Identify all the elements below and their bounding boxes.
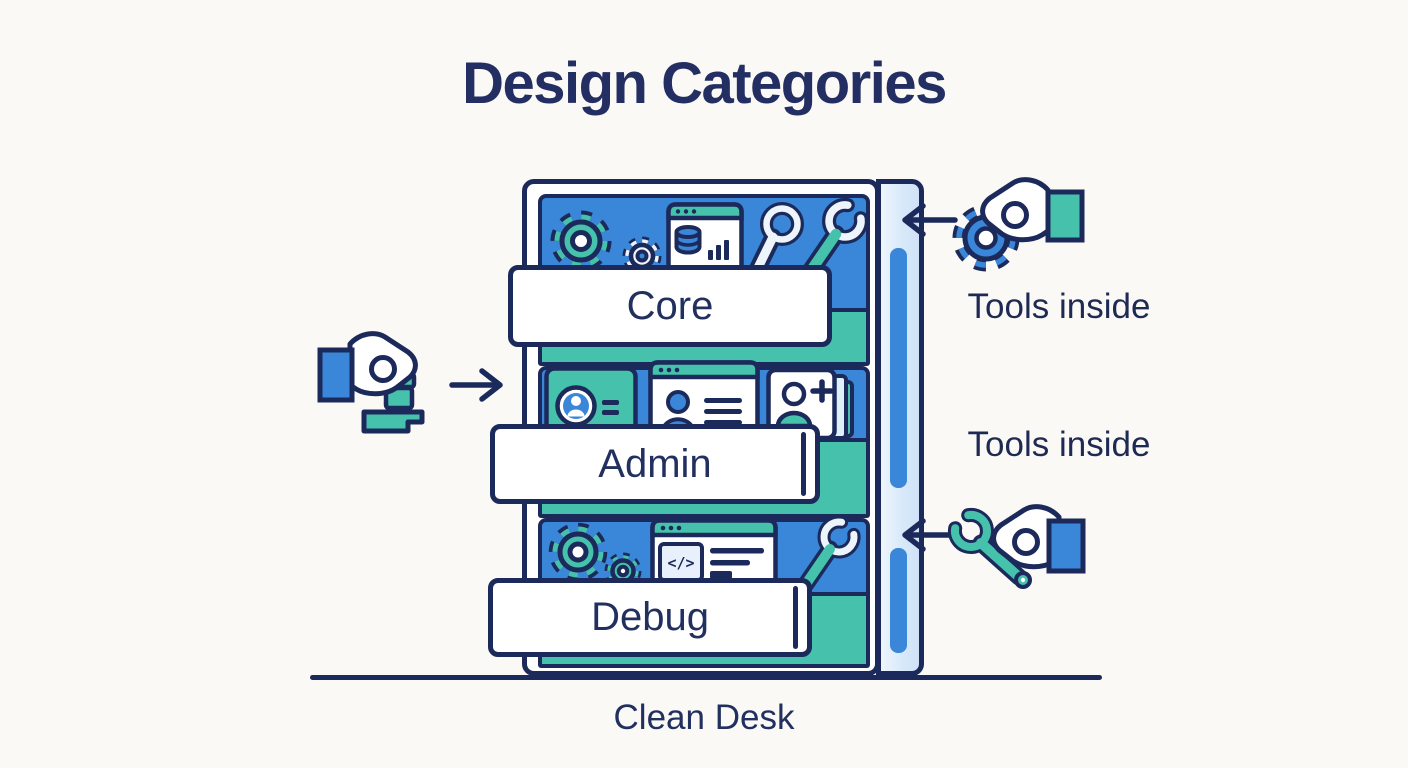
side-panel-rail-top xyxy=(890,248,907,488)
drawer-debug-label: Debug xyxy=(488,578,812,657)
arrow-left-bottom-icon xyxy=(902,518,958,552)
drawer-core-label: Core xyxy=(508,265,832,347)
sleeve-cuff xyxy=(1046,518,1086,574)
code-browser-icon: </> xyxy=(650,518,778,594)
held-wrench xyxy=(947,507,1032,589)
drawer-core-label-text: Core xyxy=(626,283,714,328)
user-browser-icon xyxy=(648,360,760,442)
fist xyxy=(980,177,1051,243)
hand-holding-gear-icon xyxy=(952,177,1085,272)
analytics-browser-icon xyxy=(666,202,744,274)
gear-icon xyxy=(550,210,612,272)
tools-inside-label-bottom: Tools inside xyxy=(967,425,1151,464)
tools-inside-label-top: Tools inside xyxy=(967,287,1151,326)
stamp-base xyxy=(361,409,425,434)
gear-icon xyxy=(548,522,608,582)
arrow-left-top-icon xyxy=(902,203,958,237)
arrow-right-icon xyxy=(449,368,503,402)
code-glyph: </> xyxy=(667,554,694,572)
fist xyxy=(991,504,1062,570)
drawer-admin-label: Admin xyxy=(490,424,820,504)
page-title: Design Categories xyxy=(462,51,947,116)
hand-holding-wrench-icon xyxy=(947,504,1086,589)
desk-line xyxy=(310,675,1102,680)
hand-holding-stamp-icon xyxy=(317,331,425,434)
clean-desk-caption: Clean Desk xyxy=(613,698,795,737)
sleeve-cuff xyxy=(317,347,355,403)
add-user-card-icon xyxy=(766,367,854,441)
sleeve-cuff xyxy=(1045,189,1085,243)
drawer-debug-label-text: Debug xyxy=(591,595,709,639)
side-panel-rail-bottom xyxy=(890,548,907,653)
drawer-admin-label-text: Admin xyxy=(598,441,712,486)
fist xyxy=(347,331,418,397)
